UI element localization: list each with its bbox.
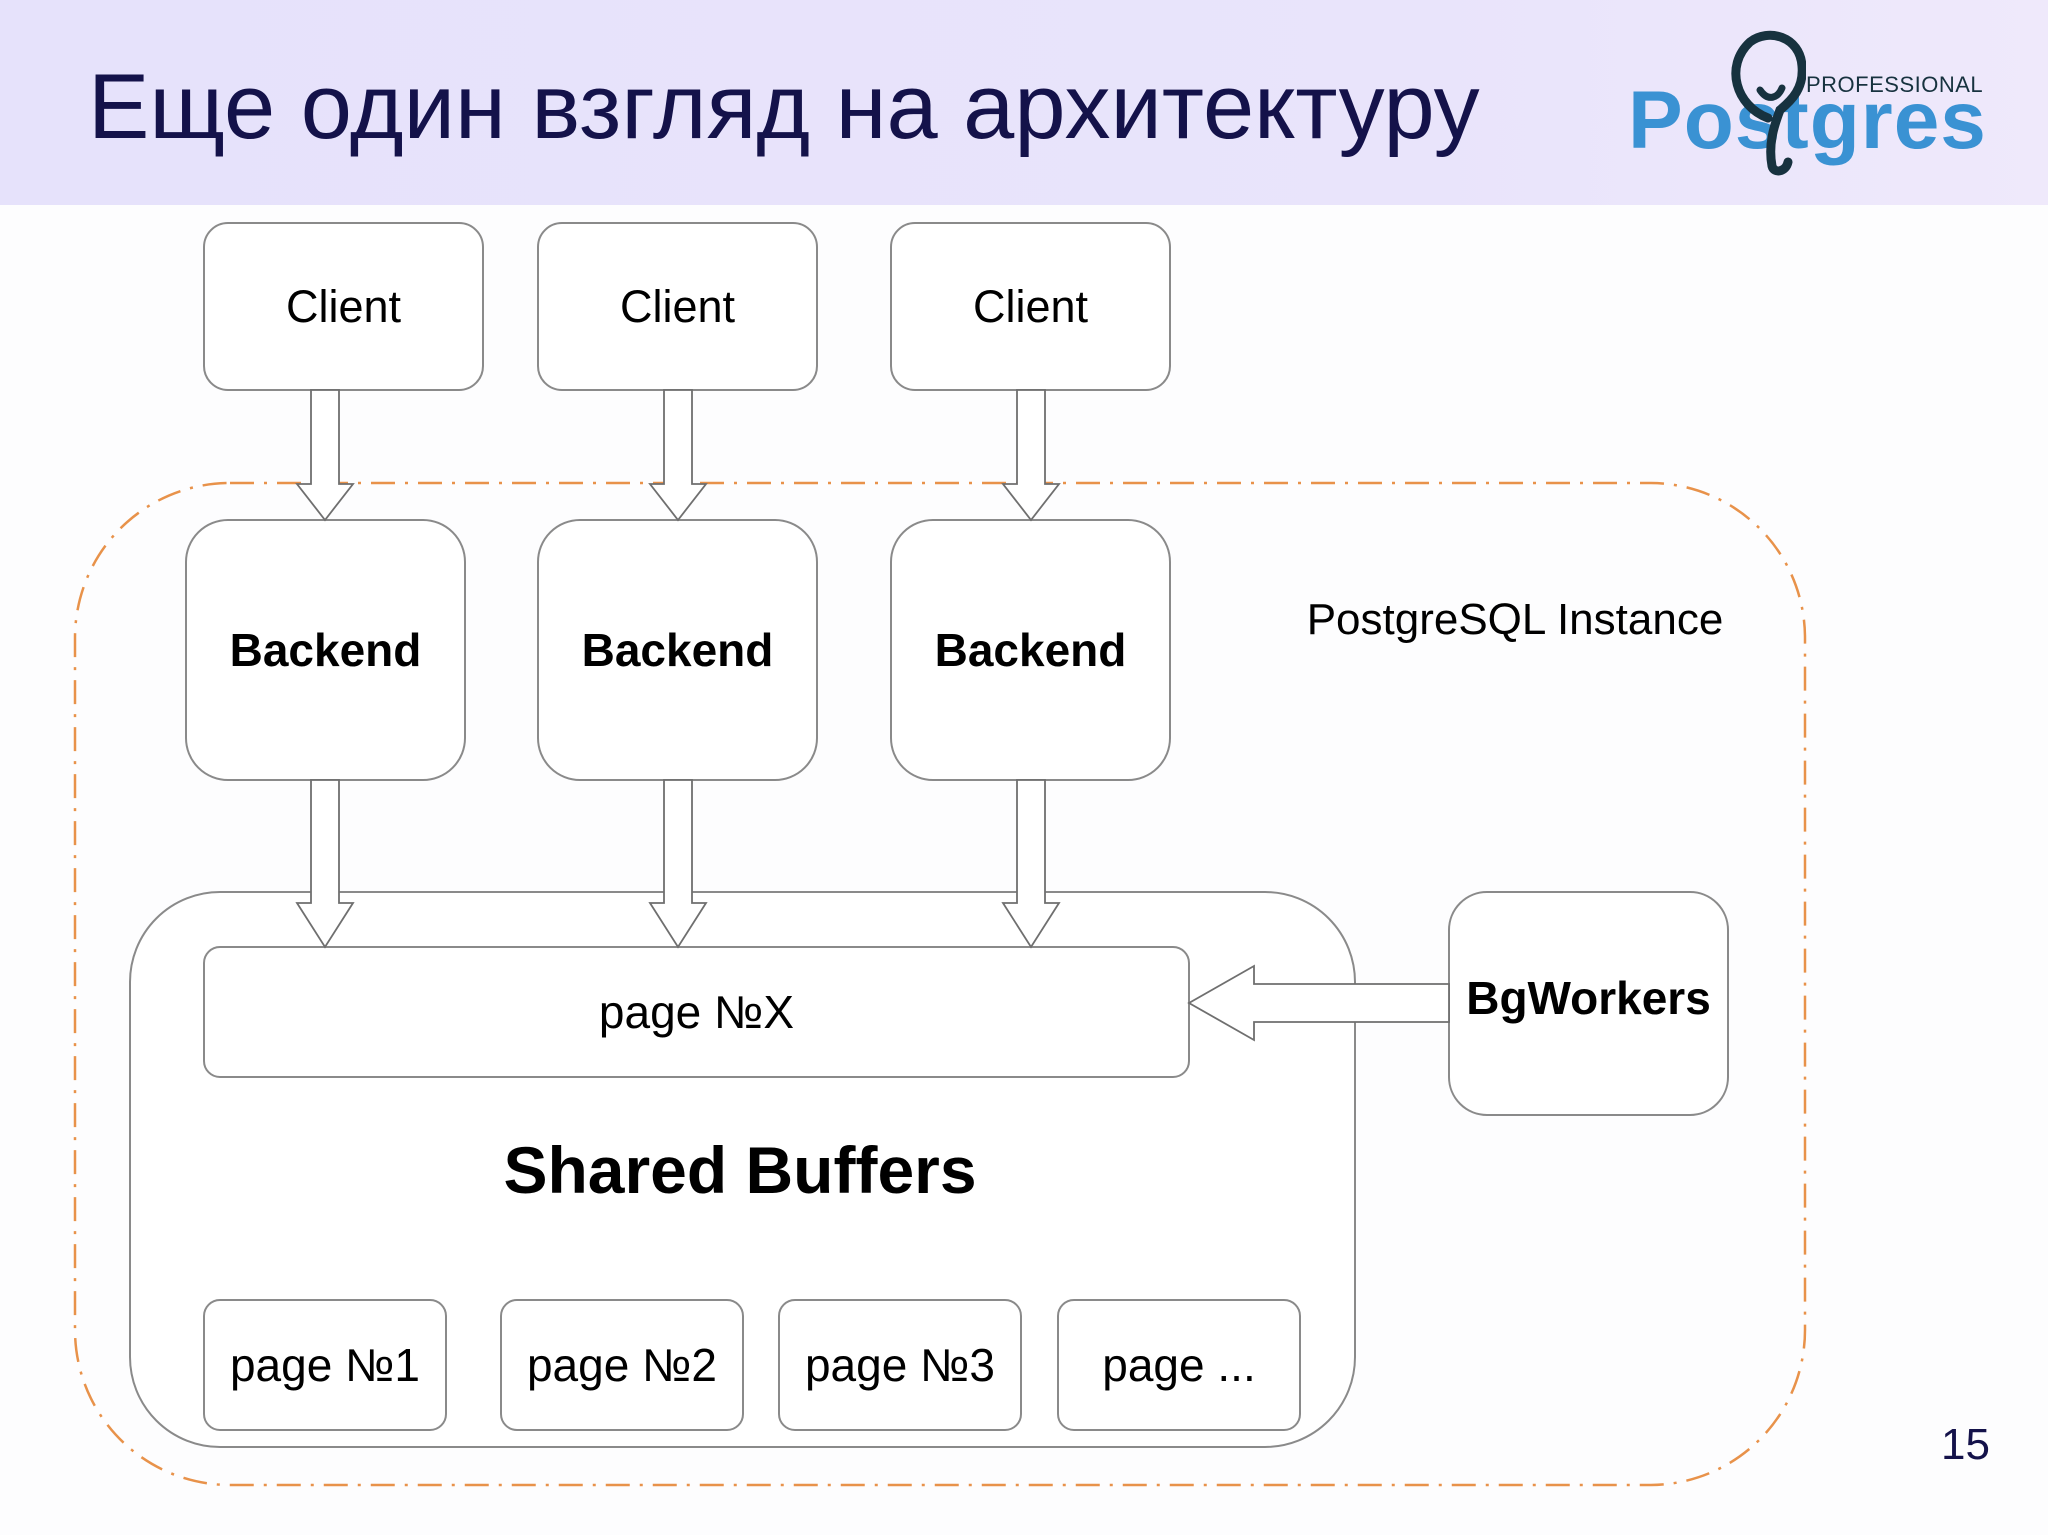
postgres-professional-logo: Postgres PROFESSIONAL (1620, 18, 1986, 178)
page-label-2: page №2 (526, 1339, 718, 1391)
backend-label-2: Backend (581, 624, 774, 676)
slide-number: 15 (1941, 1420, 1990, 1469)
arrow-backend-page-2 (648, 779, 708, 949)
slide-title: Еще один взгляд на архитектуру (88, 56, 1480, 158)
arrow-client-backend-1 (295, 389, 355, 522)
elephant-icon (1731, 30, 1806, 176)
client-label-1: Client (285, 280, 402, 332)
page-box-3 (778, 1299, 1022, 1431)
arrow-bgworkers-page (1187, 964, 1450, 1042)
shared-buffers-label: Shared Buffers (503, 1133, 977, 1207)
logo-wordmark: Postgres (1628, 75, 1987, 166)
target-page-label: page №X (598, 986, 795, 1038)
slide-header: Еще один взгляд на архитектуру Postgres … (0, 0, 2048, 205)
page-box-4 (1057, 1299, 1301, 1431)
client-box-1 (203, 222, 484, 391)
arrow-backend-page-1 (295, 779, 355, 949)
arrow-backend-page-3 (1001, 779, 1061, 949)
logo-tagline: PROFESSIONAL (1806, 72, 1984, 97)
page-box-2 (500, 1299, 744, 1431)
target-page-box (203, 946, 1190, 1078)
backend-label-1: Backend (229, 624, 422, 676)
page-label-4: page ... (1102, 1339, 1256, 1391)
page-label-3: page №3 (804, 1339, 996, 1391)
page-box-1 (203, 1299, 447, 1431)
bgworkers-label: BgWorkers (1466, 971, 1711, 1024)
instance-boundary (73, 481, 1807, 1487)
arrow-client-backend-2 (648, 389, 708, 522)
client-label-2: Client (619, 280, 736, 332)
arrow-client-backend-3 (1001, 389, 1061, 522)
backend-label-3: Backend (934, 624, 1127, 676)
client-label-3: Client (972, 280, 1089, 332)
page-label-1: page №1 (229, 1339, 421, 1391)
instance-label: PostgreSQL Instance (1306, 595, 1724, 644)
